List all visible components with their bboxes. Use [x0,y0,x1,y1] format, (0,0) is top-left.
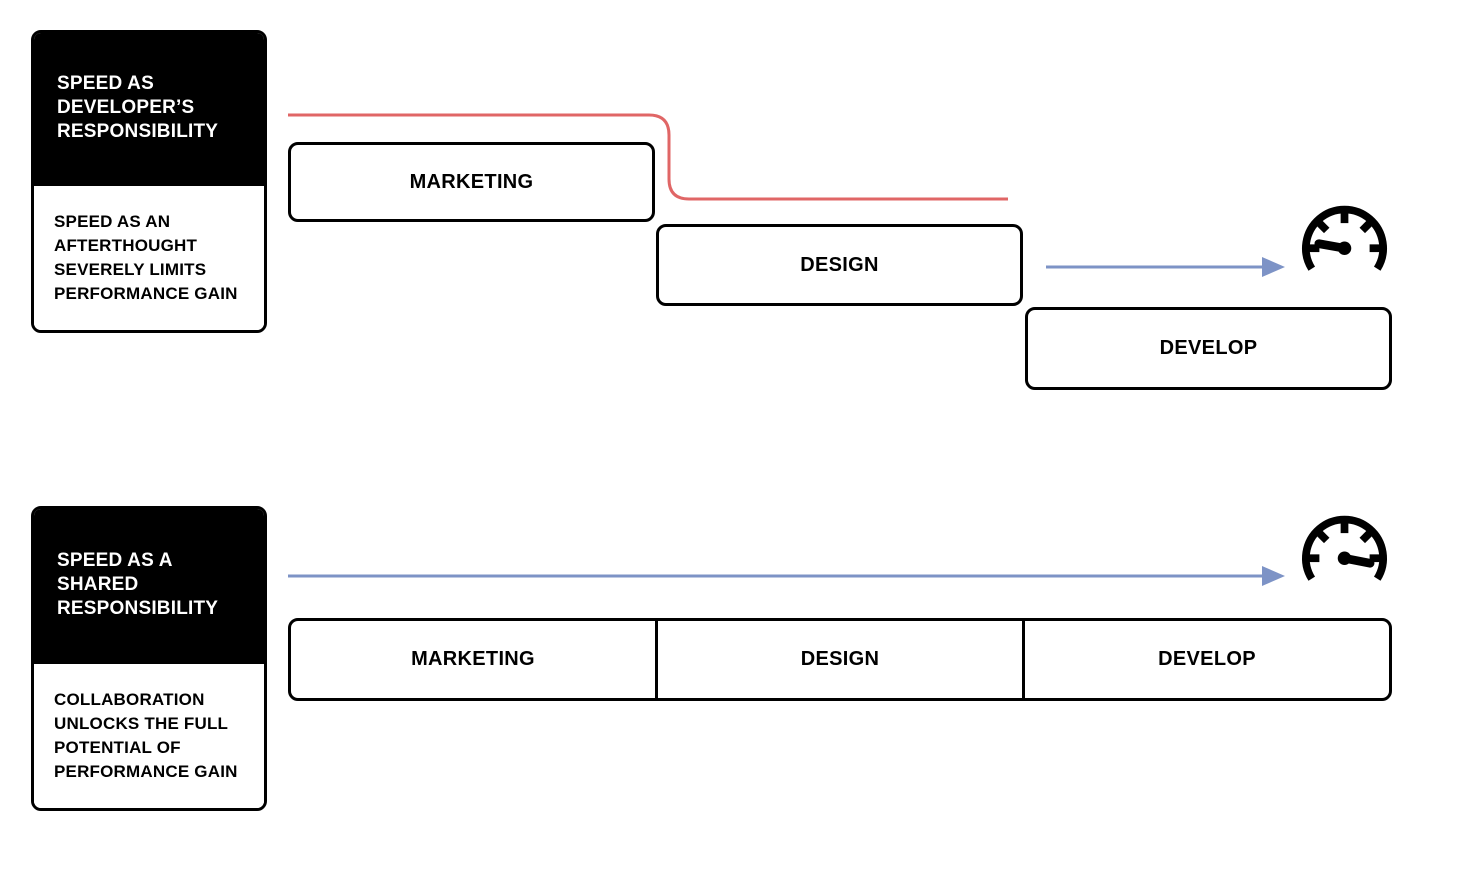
stage-box-marketing: MARKETING [288,142,655,222]
shared-stage-row: MARKETING DESIGN DEVELOP [288,618,1392,701]
stage-label: DEVELOP [1158,648,1256,670]
bottom-info-card: SPEED AS A SHARED RESPONSIBILITY COLLABO… [31,506,267,811]
stage-box-develop: DEVELOP [1025,307,1392,390]
stage-label: DESIGN [800,253,879,276]
top-card-body-text: SPEED AS AN AFTERTHOUGHT SEVERELY LIMITS… [54,212,238,303]
top-info-card: SPEED AS DEVELOPER’S RESPONSIBILITY SPEE… [31,30,267,333]
stage-cell-design: DESIGN [655,621,1022,698]
bottom-card-body: COLLABORATION UNLOCKS THE FULL POTENTIAL… [34,664,264,808]
top-card-body: SPEED AS AN AFTERTHOUGHT SEVERELY LIMITS… [34,186,264,330]
stage-label: MARKETING [411,648,535,670]
stage-label: MARKETING [409,170,534,193]
stage-cell-develop: DEVELOP [1022,621,1389,698]
speedometer-high-icon [1302,515,1387,581]
top-card-header: SPEED AS DEVELOPER’S RESPONSIBILITY [34,33,264,186]
bottom-card-title: SPEED AS A SHARED RESPONSIBILITY [57,549,219,619]
bottom-card-header: SPEED AS A SHARED RESPONSIBILITY [34,509,264,664]
stage-box-design: DESIGN [656,224,1023,306]
top-card-title: SPEED AS DEVELOPER’S RESPONSIBILITY [57,72,219,142]
stage-label: DESIGN [800,648,880,670]
bottom-blue-arrow [288,566,1285,586]
top-blue-arrow [1046,257,1285,277]
speedometer-low-icon [1302,205,1387,271]
bottom-card-body-text: COLLABORATION UNLOCKS THE FULL POTENTIAL… [54,690,238,781]
stage-cell-marketing: MARKETING [291,621,655,698]
stage-label: DEVELOP [1159,337,1258,359]
